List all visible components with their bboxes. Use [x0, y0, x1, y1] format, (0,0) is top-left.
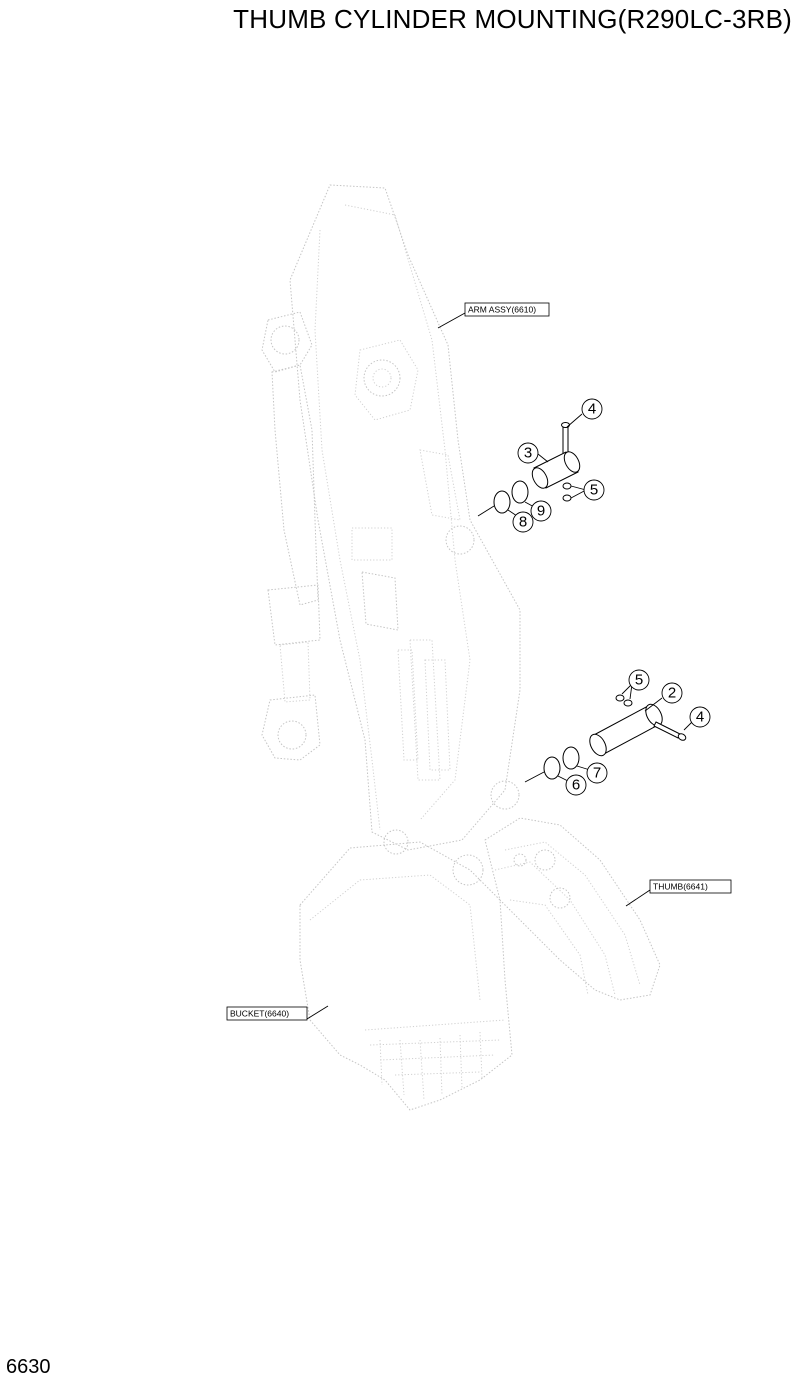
upper-nuts	[562, 482, 587, 502]
callout-5-upper: 5	[583, 479, 605, 501]
svg-text:4: 4	[588, 401, 596, 418]
callout-5-lower: 5	[628, 669, 650, 691]
svg-text:BUCKET(6640): BUCKET(6640)	[230, 1009, 289, 1019]
svg-text:7: 7	[593, 765, 601, 782]
arm-assembly-ghost	[289, 184, 521, 855]
arm-assy-label: ARM ASSY(6610)	[437, 302, 550, 329]
upper-pin	[531, 451, 581, 489]
upper-rings	[477, 480, 537, 519]
svg-text:6: 6	[572, 777, 580, 794]
callout-2: 2	[661, 682, 683, 704]
page-number: 6630	[6, 1356, 51, 1378]
svg-text:8: 8	[519, 514, 527, 531]
svg-text:2: 2	[668, 685, 676, 702]
svg-text:4: 4	[696, 709, 704, 726]
bucket-ghost	[299, 841, 513, 1111]
svg-text:THUMB(6641): THUMB(6641)	[653, 882, 708, 892]
thumb-ghost	[484, 817, 661, 1001]
callout-7: 7	[586, 762, 608, 784]
svg-text:3: 3	[524, 445, 532, 462]
thumb-label: THUMB(6641)	[625, 879, 732, 907]
svg-text:5: 5	[635, 672, 643, 689]
callout-9: 9	[530, 500, 552, 522]
lower-pin-group	[524, 683, 693, 783]
svg-text:ARM ASSY(6610): ARM ASSY(6610)	[468, 305, 536, 315]
bucket-label: BUCKET(6640)	[226, 1005, 329, 1021]
callout-3: 3	[517, 442, 539, 464]
svg-text:5: 5	[590, 482, 598, 499]
upper-pin-group	[477, 413, 587, 519]
hydraulic-cylinder-ghost	[261, 311, 321, 761]
lower-bolt	[653, 721, 693, 741]
callout-8: 8	[512, 511, 534, 533]
svg-text:9: 9	[537, 503, 545, 520]
lower-nuts	[615, 683, 633, 707]
callout-4-lower: 4	[689, 706, 711, 728]
page-title: THUMB CYLINDER MOUNTING(R290LC-3RB)	[233, 4, 792, 34]
callout-4-upper: 4	[581, 398, 603, 420]
lower-pin	[589, 697, 663, 757]
callout-6: 6	[565, 774, 587, 796]
upper-bolt	[561, 413, 583, 455]
lower-rings	[524, 746, 591, 783]
